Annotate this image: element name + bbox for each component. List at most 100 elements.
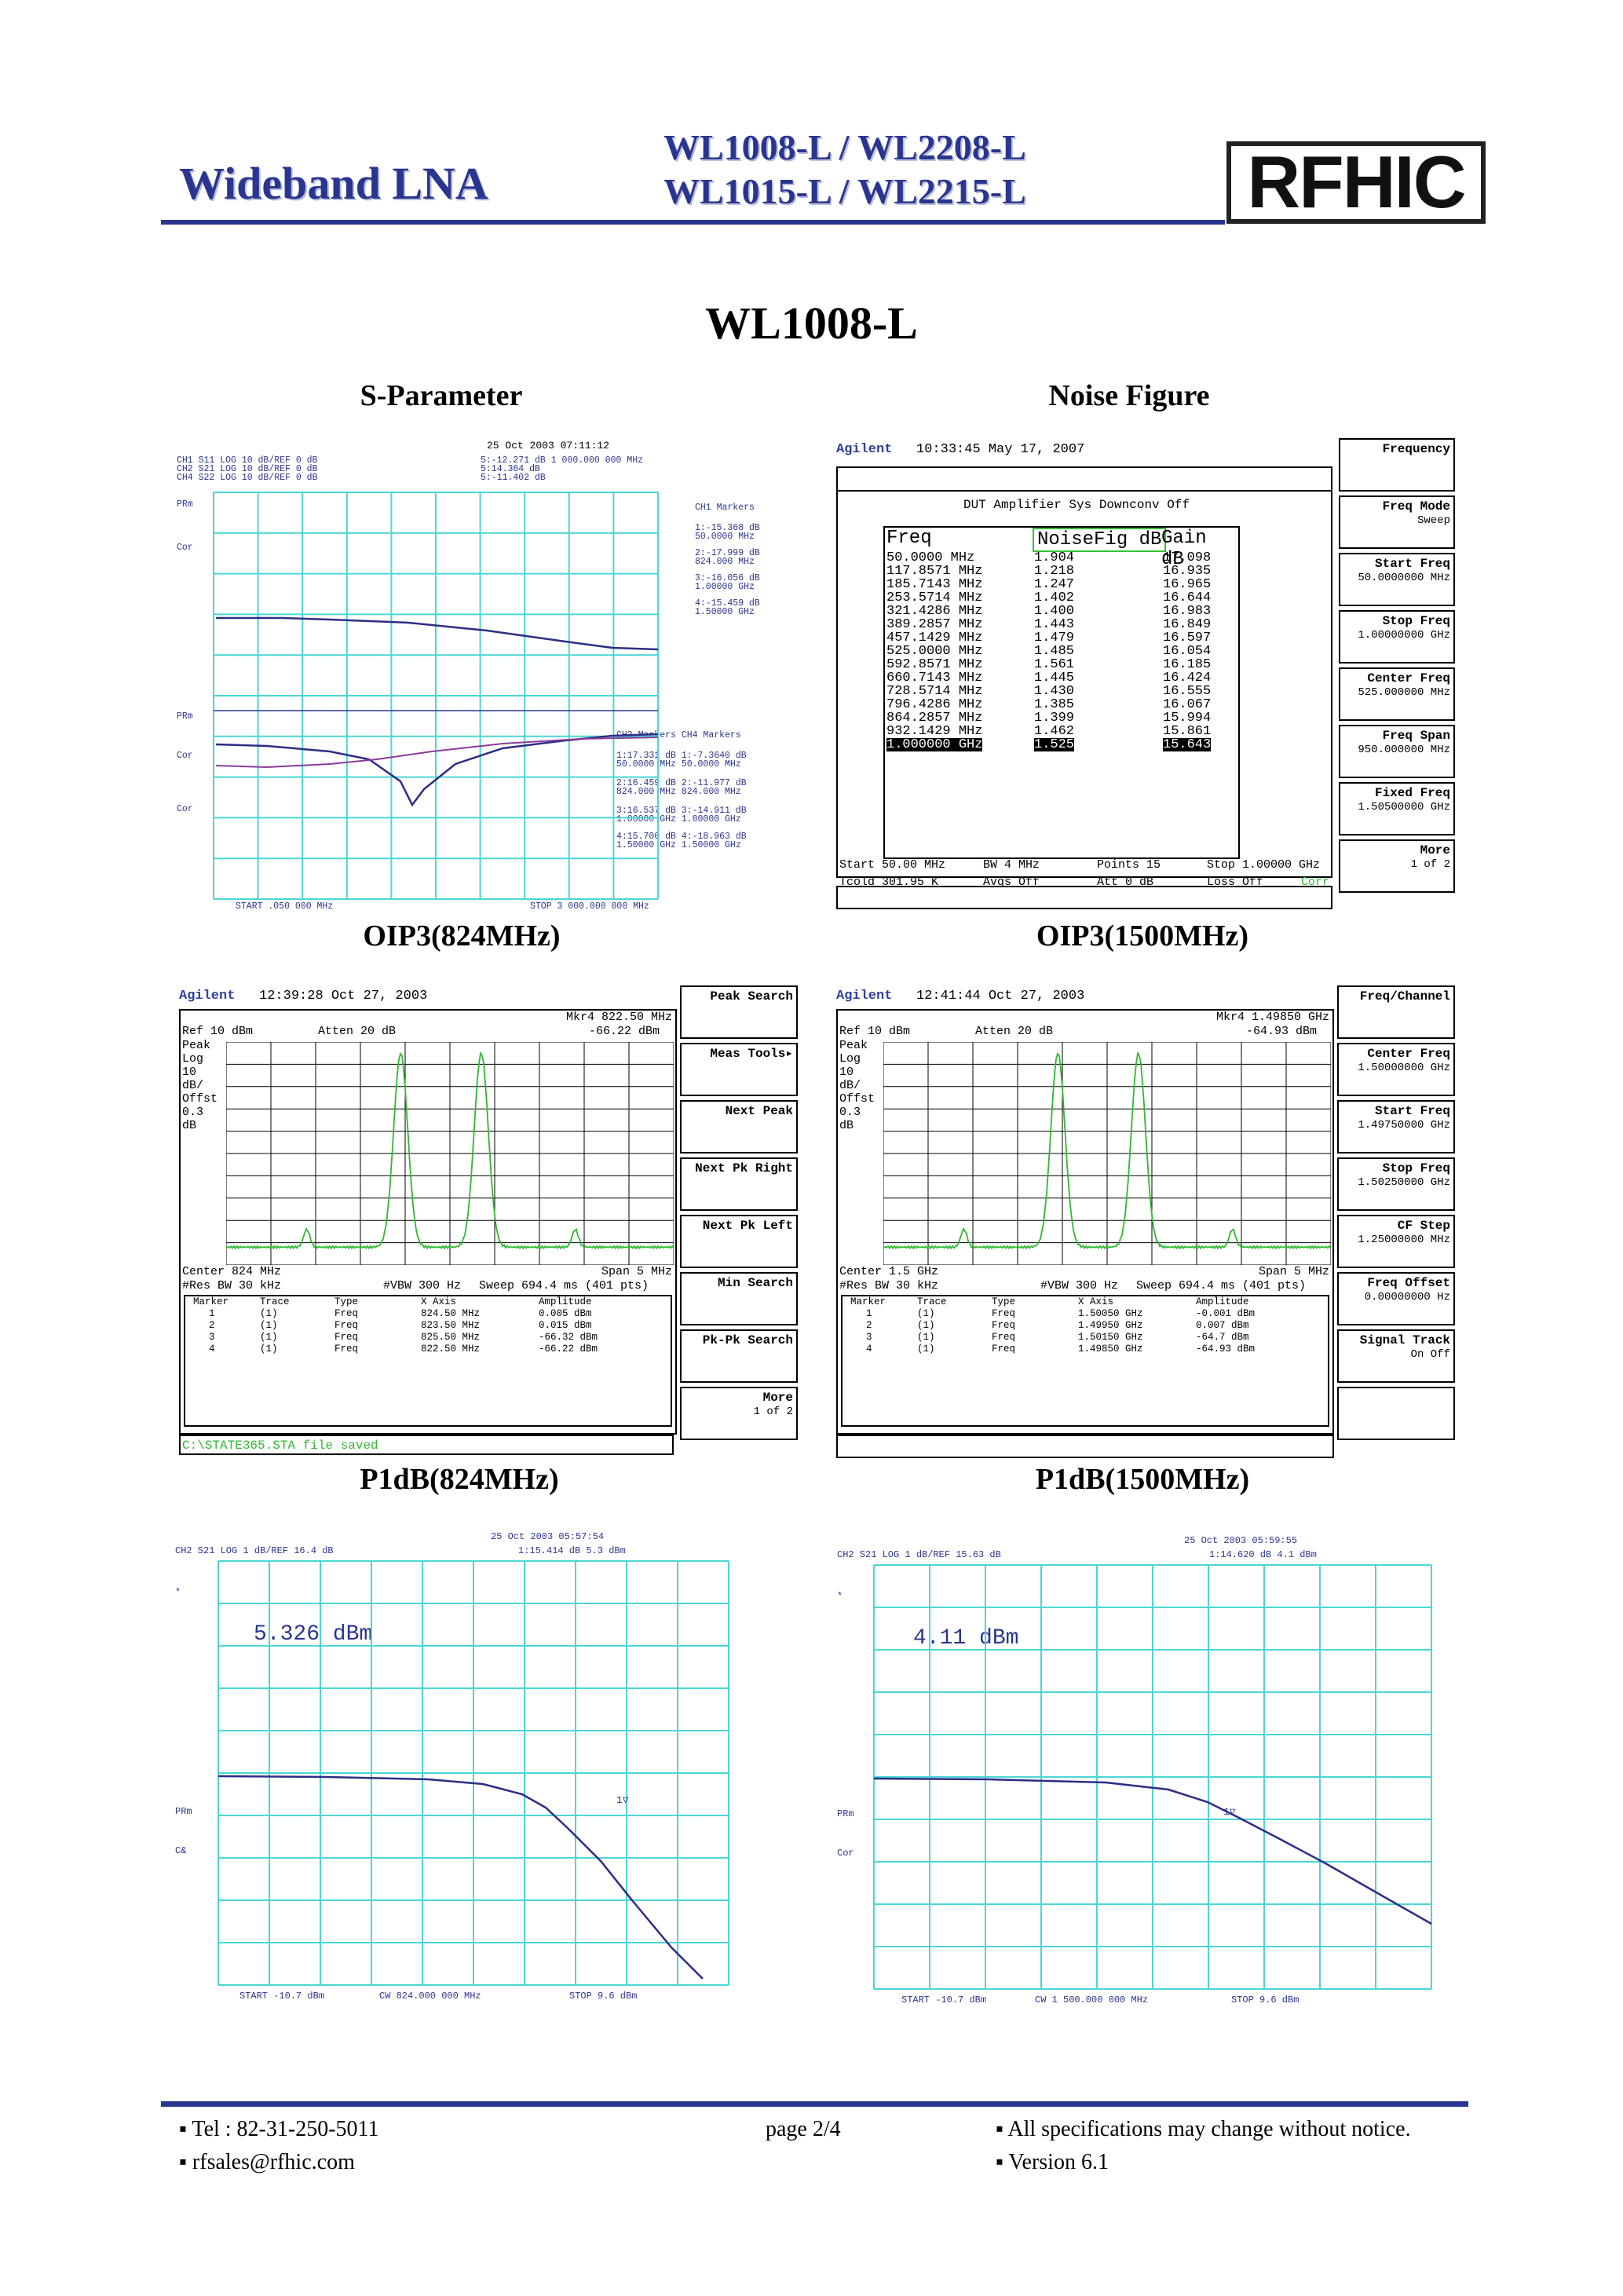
p1db-1500-side-1: PRm bbox=[837, 1808, 854, 1819]
oip3-824-brand: Agilent bbox=[179, 989, 236, 1004]
oip3-824-sweep: Sweep 694.4 ms (401 pts) bbox=[479, 1279, 649, 1292]
oip3-824-left-0: Peak bbox=[182, 1039, 211, 1052]
nf-cell: 1.445 bbox=[1034, 671, 1075, 686]
oip3-824-left-3: dB/ bbox=[182, 1079, 204, 1092]
sparam-ch-3: CH4 S22 LOG 10 dB/REF 0 dB bbox=[177, 473, 318, 483]
softkey-value: 1.50000000 GHz bbox=[1358, 1062, 1450, 1074]
nf-brand: Agilent bbox=[836, 442, 893, 457]
oip3-1500-left-6: dB bbox=[839, 1119, 854, 1132]
softkey-label: Center Freq bbox=[1367, 1047, 1450, 1061]
oip3-824-res: #Res BW 30 kHz bbox=[182, 1279, 282, 1292]
sparam-ch1-m6: 4:-15.459 dB bbox=[695, 598, 760, 609]
marker-table-cell: Trace bbox=[917, 1296, 947, 1307]
nf-cell: 1.430 bbox=[1034, 684, 1075, 699]
nf-cell: 1.479 bbox=[1034, 631, 1075, 645]
softkey-value: 525.000000 MHz bbox=[1358, 686, 1450, 699]
softkey-button[interactable]: Freq/Channel bbox=[1337, 985, 1455, 1039]
footer-page: page 2/4 bbox=[766, 2117, 841, 2141]
softkey-button[interactable]: Meas Tools▸ bbox=[680, 1043, 798, 1096]
p1db-824-side-1: PRm bbox=[175, 1806, 192, 1817]
sparam-ch1-m5: 1.00000 GHz bbox=[695, 582, 755, 592]
marker-table-cell: 825.50 MHz bbox=[421, 1332, 481, 1343]
oip3-1500-atten: Atten 20 dB bbox=[975, 1025, 1054, 1038]
softkey-button[interactable] bbox=[1337, 1387, 1455, 1440]
nf-cell: 525.0000 MHz bbox=[886, 644, 983, 659]
header-title: Wideband LNA bbox=[179, 158, 488, 209]
sparam-s22-trace bbox=[215, 737, 659, 769]
marker-table-cell: Marker bbox=[850, 1296, 886, 1307]
p1db-1500-grid bbox=[873, 1564, 1432, 1990]
sparam-ch1-title: CH1 Markers bbox=[695, 503, 755, 513]
marker-table-cell: (1) bbox=[260, 1320, 278, 1331]
softkey-label: More bbox=[762, 1391, 793, 1405]
p1db-824-plot: 25 Oct 2003 05:57:54 CH2 S21 LOG 1 dB/RE… bbox=[175, 1531, 729, 2002]
marker-table-cell: Trace bbox=[260, 1296, 290, 1307]
p1db-824-mk: 1:15.414 dB 5.3 dBm bbox=[518, 1545, 626, 1556]
sparam-marker-top-3: 5:-11.402 dB bbox=[481, 473, 546, 483]
softkey-label: Freq Span bbox=[1382, 729, 1450, 743]
softkey-button[interactable]: Min Search bbox=[680, 1272, 798, 1325]
softkey-button[interactable]: Frequency bbox=[1339, 438, 1455, 492]
softkey-button[interactable]: Next Peak bbox=[680, 1100, 798, 1153]
nf-cell: 16.935 bbox=[1163, 564, 1212, 579]
nf-col-gain: Gain dB bbox=[1161, 528, 1207, 570]
nf-cell: 796.4286 MHz bbox=[886, 697, 983, 712]
nf-cell: 15.643 bbox=[1163, 737, 1212, 752]
nf-cell: 1.385 bbox=[1034, 697, 1075, 712]
marker-table-cell: 822.50 MHz bbox=[421, 1344, 481, 1355]
softkey-value: 1.00000000 GHz bbox=[1358, 629, 1450, 642]
marker-table-cell: 1.49850 GHz bbox=[1078, 1344, 1143, 1355]
p1db-1500-side-2: Cor bbox=[837, 1848, 854, 1859]
softkey-label: Min Search bbox=[717, 1276, 793, 1290]
marker-table-cell: -66.32 dBm bbox=[539, 1332, 598, 1343]
nf-topbar: Agilent 10:33:45 May 17, 2007 bbox=[836, 438, 1331, 470]
p1db-824-stop: STOP 9.6 dBm bbox=[569, 1991, 637, 2002]
softkey-label: Pk-Pk Search bbox=[702, 1333, 793, 1347]
softkey-button[interactable]: Next Pk Left bbox=[680, 1215, 798, 1268]
softkey-label: Start Freq bbox=[1374, 1104, 1450, 1118]
footer-version: ▪ Version 6.1 bbox=[996, 2150, 1109, 2174]
oip3-1500-spectrum bbox=[883, 1042, 1331, 1265]
oip3-1500-topbar: Agilent 12:41:44 Oct 27, 2003 bbox=[836, 985, 1331, 1007]
marker-table-cell: Type bbox=[334, 1296, 359, 1307]
p1db-1500-trace bbox=[873, 1777, 1432, 1925]
marker-table-cell: (1) bbox=[260, 1308, 278, 1319]
nf-cell: 321.4286 MHz bbox=[886, 604, 983, 619]
marker-table-cell: 823.50 MHz bbox=[421, 1320, 481, 1331]
sparam-s11-trace bbox=[215, 733, 659, 807]
softkey-button[interactable]: Peak Search bbox=[680, 985, 798, 1039]
oip3-1500-time: 12:41:44 Oct 27, 2003 bbox=[916, 989, 1085, 1004]
nf-corr: Corr bbox=[1301, 876, 1330, 889]
softkey-button[interactable]: Pk-Pk Search bbox=[680, 1329, 798, 1383]
softkey-label: CF Step bbox=[1397, 1219, 1450, 1233]
softkey-value: Sweep bbox=[1416, 514, 1450, 527]
sparam-side-2: Cor bbox=[177, 543, 193, 553]
marker-table-cell: 1 bbox=[866, 1308, 872, 1319]
sparam-plot: 25 Oct 2003 07:11:12 CH1 S11 LOG 10 dB/R… bbox=[177, 440, 760, 912]
softkey-button[interactable]: Next Pk Right bbox=[680, 1157, 798, 1211]
